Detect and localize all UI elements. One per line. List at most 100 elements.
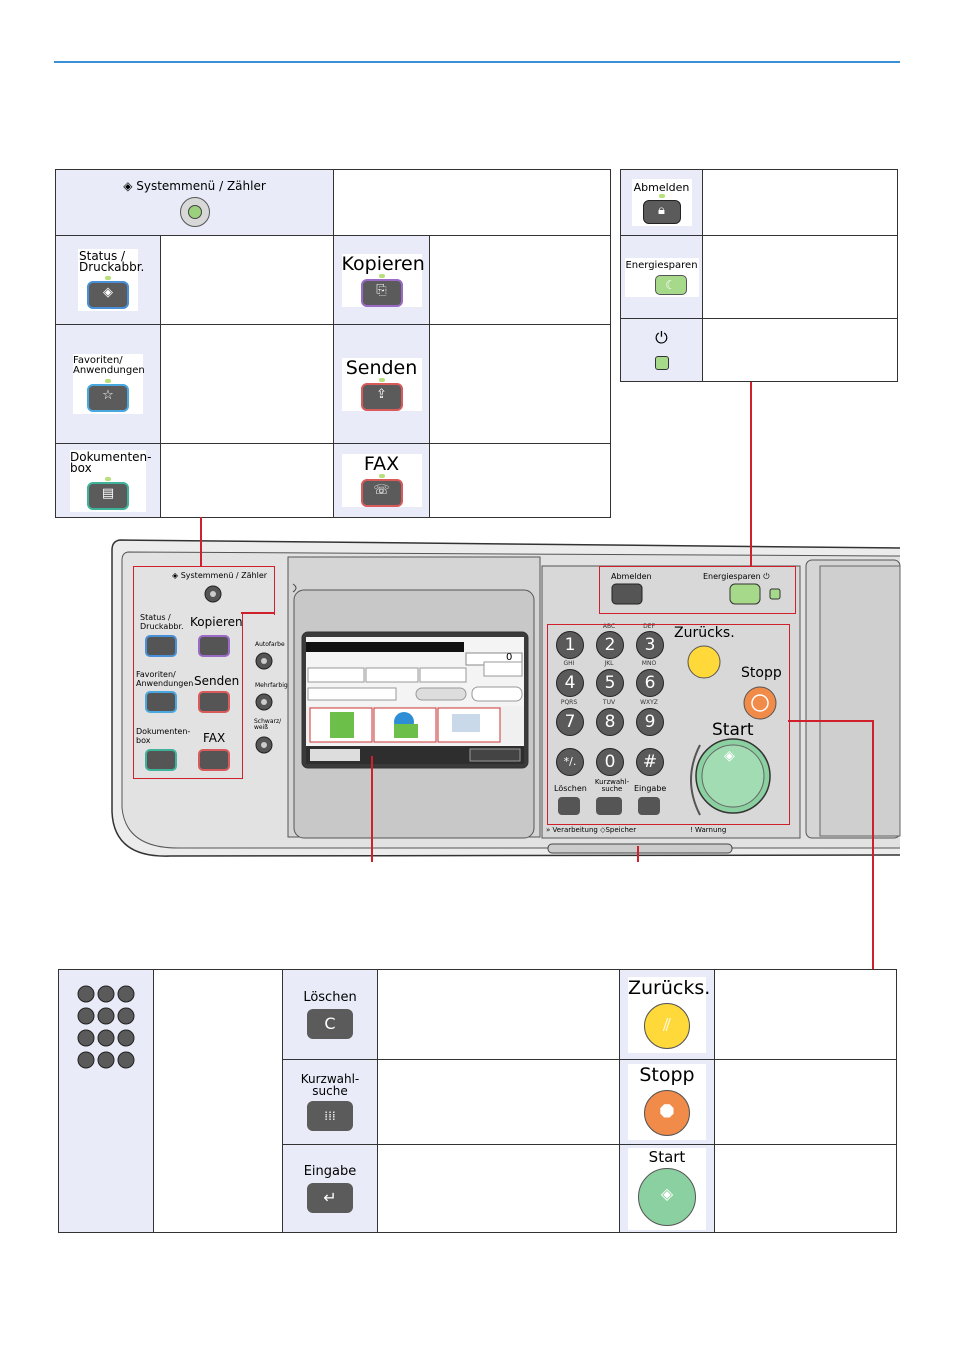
panel-eingabe-label: Eingabe <box>634 784 667 793</box>
key-6[interactable]: 6 <box>636 669 664 697</box>
key-2[interactable]: 2 <box>596 631 624 659</box>
system-menu-desc <box>333 169 611 236</box>
abmelden-label: Abmelden <box>633 181 690 194</box>
kurzwahl-cell: Kurzwahl- suche ⁞⁞⁞ <box>282 1059 378 1145</box>
key-4[interactable]: 4 <box>556 669 584 697</box>
panel-status-label: Status / Druckabbr. <box>140 613 184 631</box>
start-button[interactable]: ◈ <box>638 1167 696 1226</box>
zuruecks-button[interactable]: ⫽ <box>644 1002 690 1049</box>
key-7[interactable]: 7 <box>556 708 584 736</box>
key-2-letters: ABC <box>602 623 616 630</box>
kopieren-label: Kopieren <box>341 252 425 275</box>
energiesparen-cell: Energiesparen ☾ <box>620 235 703 319</box>
eingabe-cell: Eingabe ↵ <box>282 1144 378 1233</box>
senden-desc <box>429 324 611 444</box>
key-star[interactable]: */. <box>556 748 584 776</box>
fax-icon: ☏ <box>373 483 390 498</box>
start-diamond-icon: ◈ <box>660 1183 674 1203</box>
system-menu-button[interactable] <box>179 196 210 227</box>
panel-loeschen-label: Löschen <box>554 784 587 793</box>
kurzwahl-desc <box>377 1059 620 1145</box>
panel-warnung-label: ! Warnung <box>690 826 727 834</box>
key-8-letters: TUV <box>602 699 616 706</box>
panel-schwarzweiss-label: Schwarz/ weiß <box>254 718 282 731</box>
stopp-cell: Stopp ⯃ <box>619 1059 715 1145</box>
key-8[interactable]: 8 <box>596 708 624 736</box>
kopieren-button[interactable]: ⎘ <box>360 278 403 307</box>
energiesparen-label: Energiesparen <box>625 259 698 271</box>
dokumentenbox-desc <box>160 443 334 518</box>
energiesparen-desc <box>702 235 898 319</box>
senden-cell: Senden ⇪ <box>333 324 430 444</box>
key-5[interactable]: 5 <box>596 669 624 697</box>
keypad-desc <box>153 969 283 1233</box>
loeschen-desc <box>377 969 620 1060</box>
panel-fax-label: FAX <box>203 731 226 745</box>
keypad-keys-table: Löschen C Zurücks. ⫽ Kurzwahl- suche ⁞⁞⁞… <box>58 969 897 1233</box>
kopieren-desc <box>429 235 611 325</box>
enter-arrow-icon: ↵ <box>323 1188 337 1207</box>
send-icon: ⇪ <box>376 386 387 402</box>
key-5-letters: JKL <box>604 660 614 667</box>
eingabe-button[interactable]: ↵ <box>307 1183 353 1213</box>
system-menu-label: ◈ Systemmenü / Zähler <box>123 178 266 193</box>
fax-button[interactable]: ☏ <box>360 479 403 507</box>
function-keys-table: ◈ Systemmenü / Zähler Status / Druckabbr… <box>55 169 611 518</box>
keypad-cell <box>58 969 154 1233</box>
leader-top-left <box>200 517 202 567</box>
key-9-letters: WXYZ <box>640 699 658 706</box>
loeschen-label: Löschen <box>303 990 357 1005</box>
key-3-letters: DEF <box>643 623 655 630</box>
energiesparen-button[interactable]: ☾ <box>654 274 687 295</box>
panel-start-label: Start <box>712 720 754 740</box>
key-1[interactable]: 1 <box>556 631 584 659</box>
key-hash[interactable]: # <box>636 748 664 776</box>
dokumentenbox-button[interactable]: ▤ <box>87 481 129 510</box>
panel-stopp-label: Stopp <box>741 665 782 681</box>
quick-dial-grid-icon: ⁞⁞⁞ <box>324 1109 336 1123</box>
leader-bottom-horizontal <box>788 720 873 722</box>
key-7-letters: PQRS <box>560 699 578 706</box>
abmelden-button[interactable]: 🔒︎ <box>642 200 681 224</box>
senden-button[interactable]: ⇪ <box>360 382 403 411</box>
status-button[interactable]: ◈ <box>87 281 129 309</box>
lock-icon: 🔒︎ <box>658 203 665 218</box>
panel-system-menu-label: ◈ Systemmenü / Zähler <box>172 571 268 580</box>
panel-zuruecks-label: Zurücks. <box>674 625 735 641</box>
power-icon: ⏻ <box>655 328 668 347</box>
header-rule <box>54 61 900 63</box>
favoriten-button[interactable]: ☆ <box>87 384 129 412</box>
status-icon: ◈ <box>103 285 113 300</box>
leader-indicator <box>637 846 639 862</box>
key-9[interactable]: 9 <box>636 708 664 736</box>
loeschen-button[interactable]: C <box>307 1009 353 1039</box>
panel-start-diamond-icon: ◈ <box>724 748 735 764</box>
panel-senden-label: Senden <box>194 674 240 688</box>
eingabe-desc <box>377 1144 620 1233</box>
panel-autofarbe-label: Autofarbe <box>255 641 285 648</box>
panel-mehrfarbig-label: Mehrfarbig <box>255 682 288 689</box>
system-menu-cell: ◈ Systemmenü / Zähler <box>55 169 334 236</box>
zuruecks-desc <box>714 969 897 1060</box>
kurzwahl-button[interactable]: ⁞⁞⁞ <box>307 1101 353 1131</box>
reset-slash-icon: ⫽ <box>662 1014 672 1036</box>
panel-status-footer: » Verarbeitung ◇Speicher <box>546 826 637 834</box>
zuruecks-cell: Zurücks. ⫽ <box>619 969 715 1060</box>
stopp-desc <box>714 1059 897 1145</box>
power-desc <box>702 318 898 382</box>
key-6-letters: MNO <box>641 660 657 667</box>
panel-screen-counter: 0 <box>506 652 513 663</box>
abmelden-desc <box>702 169 898 236</box>
loeschen-cell: Löschen C <box>282 969 378 1060</box>
start-label: Start <box>648 1147 686 1166</box>
document-box-icon: ▤ <box>101 485 115 501</box>
panel-kopieren-label: Kopieren <box>190 615 243 629</box>
copy-icon: ⎘ <box>376 282 387 298</box>
dokumentenbox-cell: Dokumenten- box ▤ <box>55 443 161 518</box>
callout-function-keys-step <box>241 612 274 614</box>
key-0[interactable]: 0 <box>596 748 624 776</box>
stopp-button[interactable]: ⯃ <box>644 1090 690 1136</box>
callout-function-keys <box>133 566 275 615</box>
key-3[interactable]: 3 <box>636 631 664 659</box>
abmelden-cell: Abmelden 🔒︎ <box>620 169 703 236</box>
